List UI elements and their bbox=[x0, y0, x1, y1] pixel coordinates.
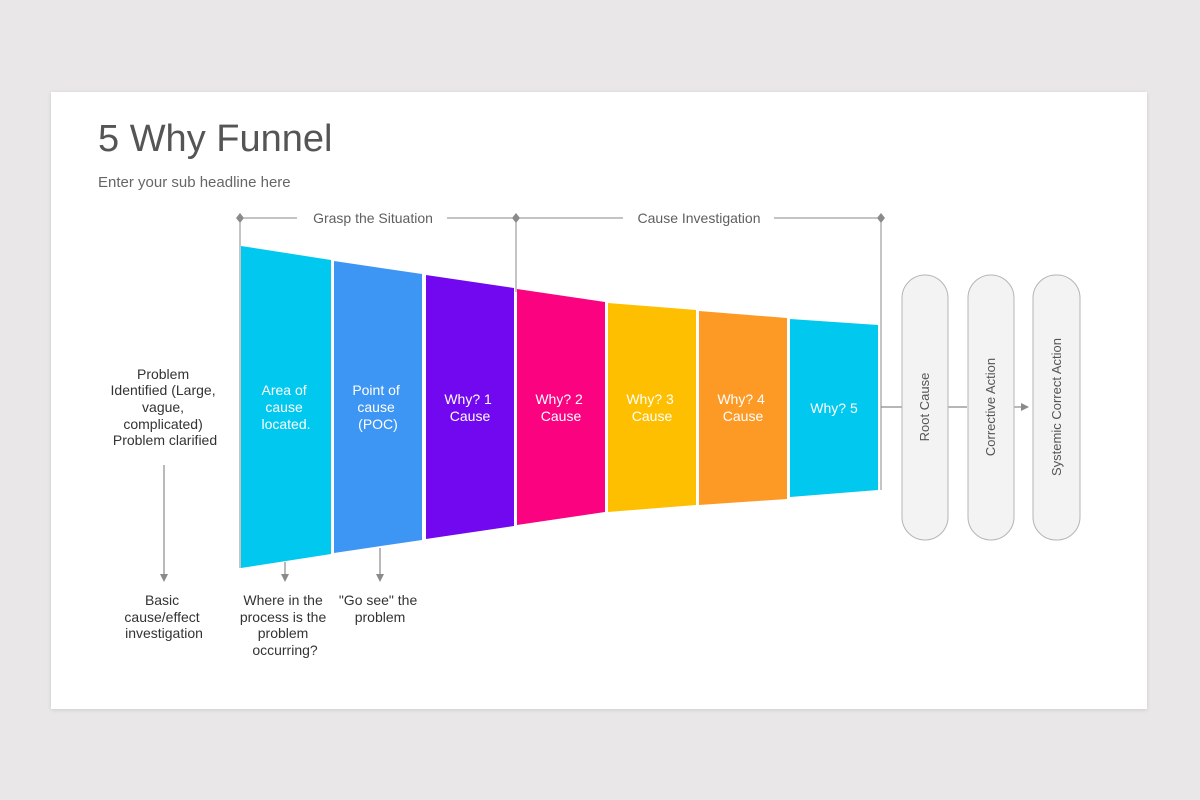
down-arrows bbox=[160, 465, 384, 582]
pill-label-systemic-correct-action: Systemic Correct Action bbox=[1049, 338, 1064, 476]
slide: 5 Why Funnel Enter your sub headline her… bbox=[51, 92, 1147, 709]
bottom-note-where: Where in the process is the problem occu… bbox=[240, 592, 330, 658]
segment-why-5 bbox=[790, 319, 878, 497]
bottom-note-basic: Basic cause/effect investigation bbox=[124, 592, 203, 641]
pill-label-root-cause: Root Cause bbox=[917, 373, 932, 442]
bracket-diamond-right bbox=[877, 213, 885, 223]
segment-why-2 bbox=[517, 289, 605, 525]
outcome-pills bbox=[901, 274, 1081, 541]
bottom-note-go-see: "Go see" the problem bbox=[339, 592, 421, 625]
segment-why-4 bbox=[699, 311, 787, 505]
left-note: Problem Identified (Large, vague, compli… bbox=[111, 366, 220, 448]
segment-point-of-cause bbox=[334, 261, 422, 553]
funnel-segments bbox=[241, 246, 878, 568]
pill-corrective-action bbox=[967, 274, 1015, 541]
segment-label-why-1: Why? 1 Cause bbox=[444, 391, 495, 424]
segment-label-point-of-cause: Point of cause (POC) bbox=[352, 382, 403, 432]
phase-label-investigation: Cause Investigation bbox=[638, 210, 761, 226]
phase-label-grasp: Grasp the Situation bbox=[313, 210, 433, 226]
segment-label-why-5: Why? 5 bbox=[810, 400, 858, 416]
segment-label-why-2: Why? 2 Cause bbox=[535, 391, 586, 424]
bracket-diamond-mid bbox=[512, 213, 520, 223]
segment-label-why-4: Why? 4 Cause bbox=[717, 391, 768, 424]
bracket-diamonds bbox=[236, 213, 885, 223]
segment-label-why-3: Why? 3 Cause bbox=[626, 391, 677, 424]
page-subtitle: Enter your sub headline here bbox=[98, 174, 291, 191]
funnel-diagram: Grasp the Situation Cause Investigation … bbox=[111, 210, 1081, 658]
page-title: 5 Why Funnel bbox=[98, 118, 333, 160]
pill-label-corrective-action: Corrective Action bbox=[983, 358, 998, 456]
pill-root-cause bbox=[901, 274, 949, 541]
segment-area-of-cause bbox=[241, 246, 331, 568]
segment-why-1 bbox=[426, 275, 514, 539]
bracket-diamond-left bbox=[236, 213, 244, 223]
phase-brackets bbox=[239, 217, 882, 568]
segment-label-area-of-cause: Area of cause located. bbox=[261, 382, 310, 432]
pill-systemic-correct-action bbox=[1032, 274, 1081, 541]
segment-why-3 bbox=[608, 303, 696, 512]
